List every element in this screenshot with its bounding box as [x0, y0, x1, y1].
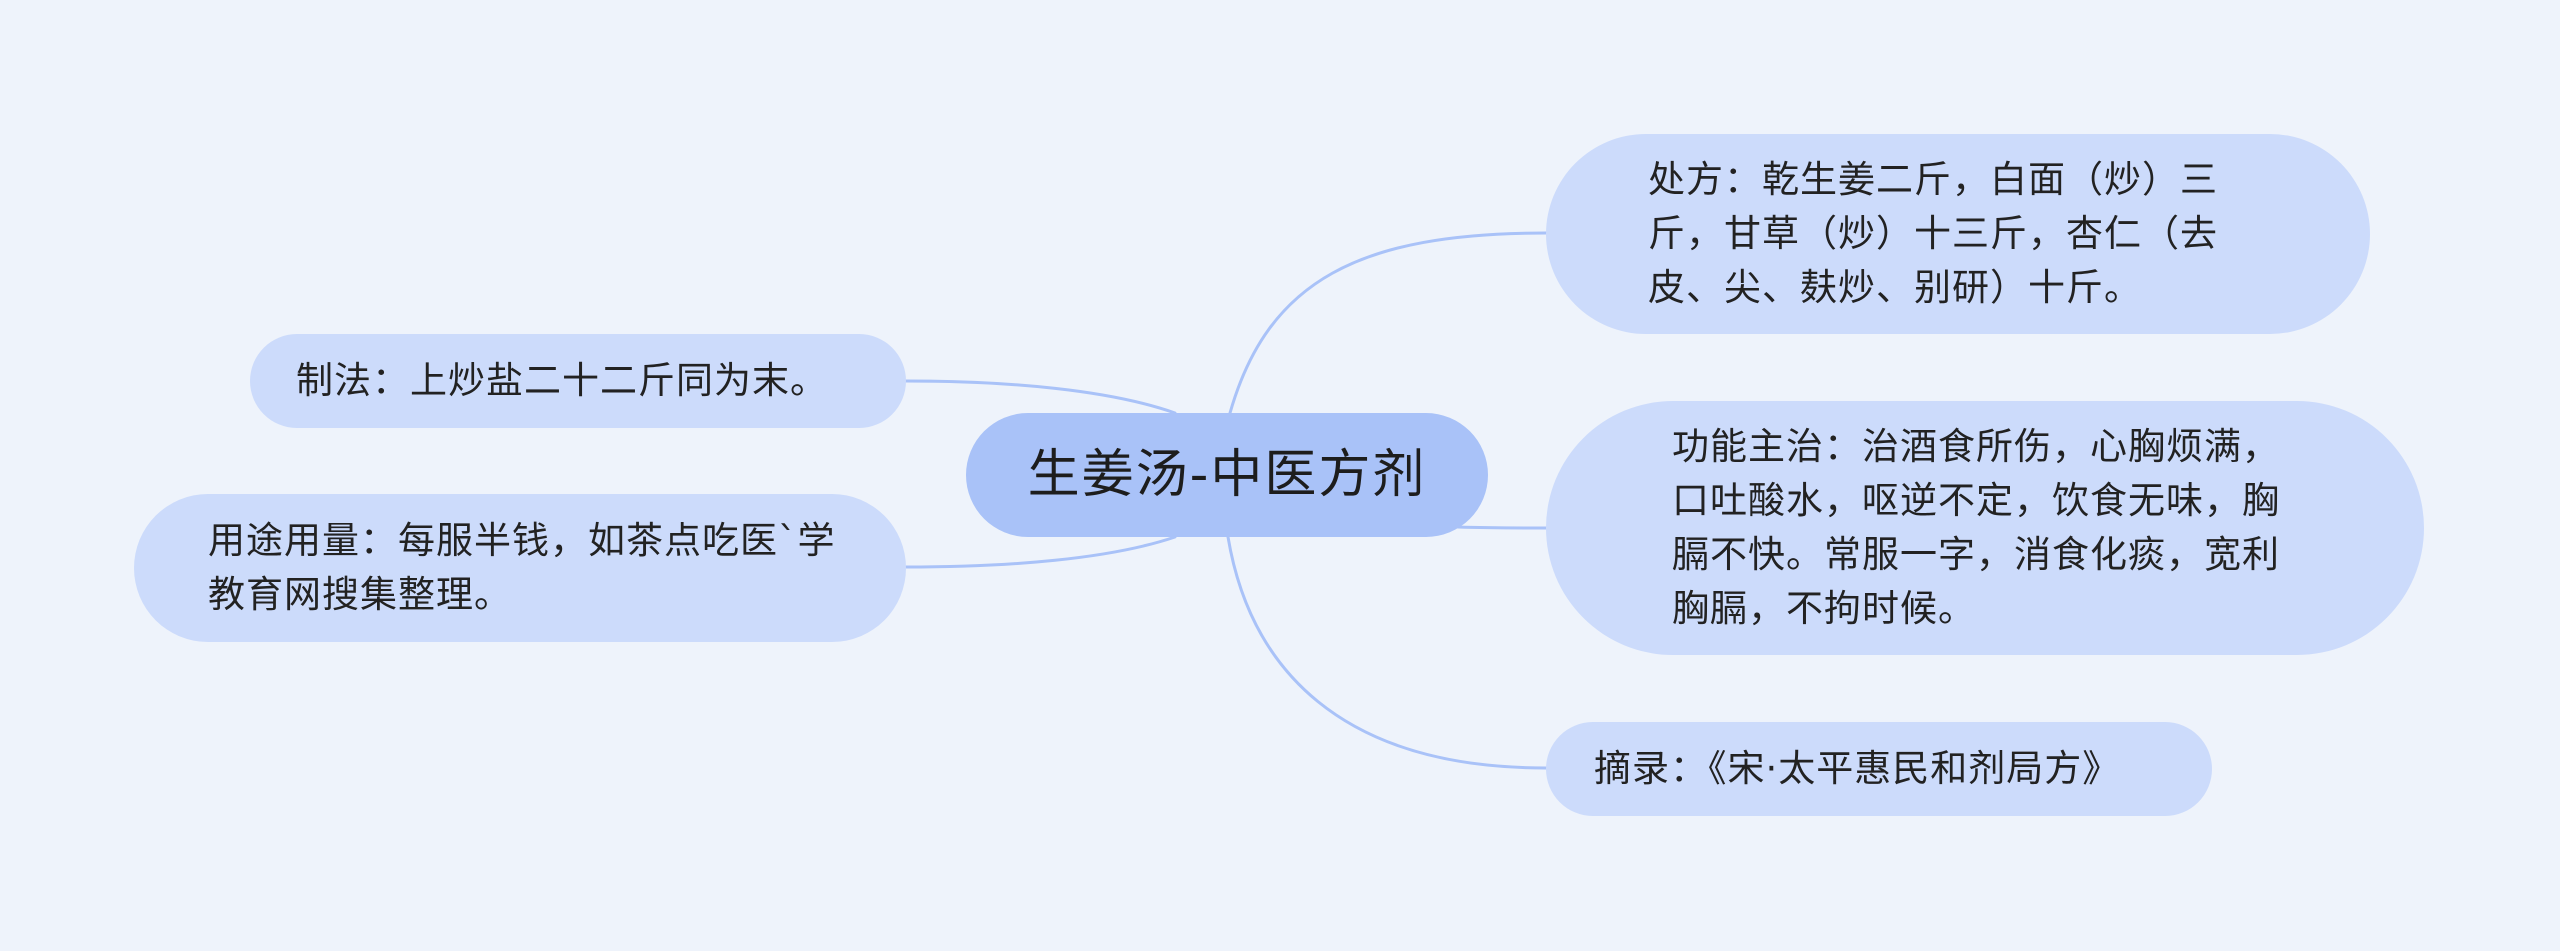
root-node[interactable]: 生姜汤-中医方剂 [966, 413, 1488, 537]
branch-node-effect[interactable]: 功能主治：治酒食所伤，心胸烦满，口吐酸水，呕逆不定，饮食无味，胸膈不快。常服一字… [1546, 401, 2424, 655]
connector-method [904, 379, 1177, 415]
connector-recipe [1228, 231, 1548, 415]
connector-effect [1456, 525, 1548, 530]
branch-label-source: 摘录：《宋·太平惠民和剂局方》 [1594, 747, 2121, 790]
branch-node-source[interactable]: 摘录：《宋·太平惠民和剂局方》 [1546, 722, 2212, 816]
connector-usage [904, 535, 1177, 569]
branch-node-recipe[interactable]: 处方：乾生姜二斤，白面（炒）三斤，甘草（炒）十三斤，杏仁（去皮、尖、麸炒、别研）… [1546, 134, 2370, 334]
root-label: 生姜汤-中医方剂 [1027, 445, 1427, 505]
branch-label-recipe: 处方：乾生姜二斤，白面（炒）三斤，甘草（炒）十三斤，杏仁（去皮、尖、麸炒、别研）… [1648, 158, 2218, 309]
branch-label-effect: 功能主治：治酒食所伤，心胸烦满，口吐酸水，呕逆不定，饮食无味，胸膈不快。常服一字… [1672, 425, 2280, 630]
branch-node-usage[interactable]: 用途用量：每服半钱，如茶点吃医`学教育网搜集整理。 [134, 494, 906, 642]
branch-label-method: 制法：上炒盐二十二斤同为末。 [296, 359, 828, 402]
branch-label-usage: 用途用量：每服半钱，如茶点吃医`学教育网搜集整理。 [208, 519, 836, 616]
branch-node-method[interactable]: 制法：上炒盐二十二斤同为末。 [250, 334, 906, 428]
connector-source [1226, 535, 1548, 770]
